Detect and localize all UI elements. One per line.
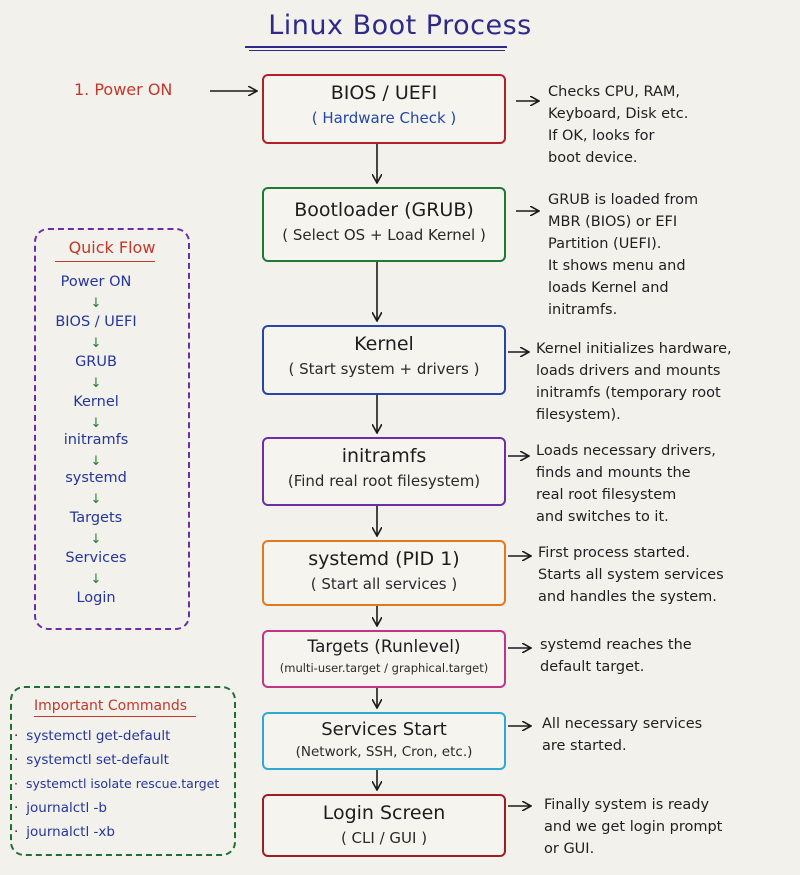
quick-flow-item: Targets (69, 510, 123, 526)
bullet-icon: · (14, 728, 19, 744)
step-title: BIOS / UEFI (330, 82, 438, 104)
quick-flow-item: Kernel (73, 394, 119, 410)
command-text: journalctl -xb (26, 824, 115, 840)
command-item: · systemctl set-default (14, 752, 169, 768)
bullet-icon: · (14, 776, 18, 791)
title-underline-double (249, 50, 505, 51)
step-desc-bootloader: GRUB is loaded from MBR (BIOS) or EFI Pa… (548, 192, 699, 318)
quick-flow-item: Power ON (60, 274, 132, 290)
command-item: · journalctl -xb (14, 824, 115, 840)
important-commands-panel (10, 686, 236, 856)
down-arrow-icon: ↓ (90, 454, 102, 469)
step-desc-services: All necessary services are started. (542, 716, 703, 754)
quick-flow-item: Login (76, 590, 116, 606)
step-subtitle: (multi-user.target / graphical.target) (279, 661, 489, 675)
step-subtitle: (Find real root filesystem) (287, 472, 481, 490)
step-desc-login: Finally system is ready and we get login… (544, 797, 723, 857)
step-desc-systemd: First process started. Starts all system… (538, 545, 724, 605)
bullet-icon: · (14, 824, 19, 840)
quick-flow-item: BIOS / UEFI (55, 314, 137, 330)
commands-title: Important Commands (34, 698, 188, 714)
step-kernel: Kernel ( Start system + drivers ) (262, 325, 506, 395)
bullet-icon: · (14, 752, 19, 768)
command-text: systemctl get-default (26, 728, 171, 744)
step-bootloader: Bootloader (GRUB) ( Select OS + Load Ker… (262, 187, 506, 262)
step-subtitle: (Network, SSH, Cron, etc.) (295, 744, 473, 760)
down-arrow-icon: ↓ (90, 336, 102, 351)
down-arrow-icon: ↓ (90, 416, 102, 431)
step-desc-bios: Checks CPU, RAM, Keyboard, Disk etc. If … (548, 84, 689, 166)
step-login-screen: Login Screen ( CLI / GUI ) (262, 794, 506, 857)
step-subtitle: ( Start system + drivers ) (288, 360, 480, 378)
quick-flow-item: Services (65, 550, 127, 566)
power-on-label: 1. Power ON (74, 80, 173, 99)
step-title: Login Screen (322, 802, 446, 824)
down-arrow-icon: ↓ (90, 572, 102, 587)
step-title: Services Start (321, 719, 447, 740)
quick-flow-item: systemd (65, 470, 127, 486)
step-systemd: systemd (PID 1) ( Start all services ) (262, 540, 506, 606)
step-bios-uefi: BIOS / UEFI ( Hardware Check ) (262, 74, 506, 144)
command-item: · journalctl -b (14, 800, 107, 816)
step-targets: Targets (Runlevel) (multi-user.target / … (262, 630, 506, 688)
quick-flow-title: Quick Flow (68, 238, 156, 257)
command-item: · systemctl isolate rescue.target (14, 776, 219, 791)
step-subtitle: ( CLI / GUI ) (340, 829, 428, 847)
down-arrow-icon: ↓ (90, 296, 102, 311)
bullet-icon: · (14, 800, 19, 816)
command-text: journalctl -b (26, 800, 107, 816)
command-item: · systemctl get-default (14, 728, 170, 744)
title-underline (245, 46, 507, 48)
step-title: systemd (PID 1) (308, 548, 460, 570)
step-desc-kernel: Kernel initializes hardware, loads drive… (536, 341, 732, 423)
step-title: Kernel (354, 333, 414, 355)
quick-flow-title-underline (55, 261, 155, 262)
step-services-start: Services Start (Network, SSH, Cron, etc.… (262, 712, 506, 770)
quick-flow-item: GRUB (75, 354, 117, 370)
step-subtitle: ( Start all services ) (310, 575, 458, 593)
step-subtitle: ( Select OS + Load Kernel ) (282, 226, 486, 244)
step-title: initramfs (341, 445, 427, 467)
command-text: systemctl isolate rescue.target (25, 776, 220, 791)
command-text: systemctl set-default (26, 752, 169, 768)
step-title: Bootloader (GRUB) (294, 199, 474, 221)
down-arrow-icon: ↓ (90, 492, 102, 507)
step-desc-initramfs: Loads necessary drivers, finds and mount… (536, 443, 716, 525)
down-arrow-icon: ↓ (90, 376, 102, 391)
commands-title-underline (34, 716, 196, 717)
quick-flow-panel (34, 228, 190, 630)
step-initramfs: initramfs (Find real root filesystem) (262, 437, 506, 506)
step-title: Targets (Runlevel) (307, 637, 461, 657)
down-arrow-icon: ↓ (90, 532, 102, 547)
quick-flow-item: initramfs (63, 432, 129, 448)
step-desc-targets: systemd reaches the default target. (540, 637, 692, 675)
step-subtitle: ( Hardware Check ) (311, 109, 457, 127)
page-title: Linux Boot Process (268, 10, 532, 41)
